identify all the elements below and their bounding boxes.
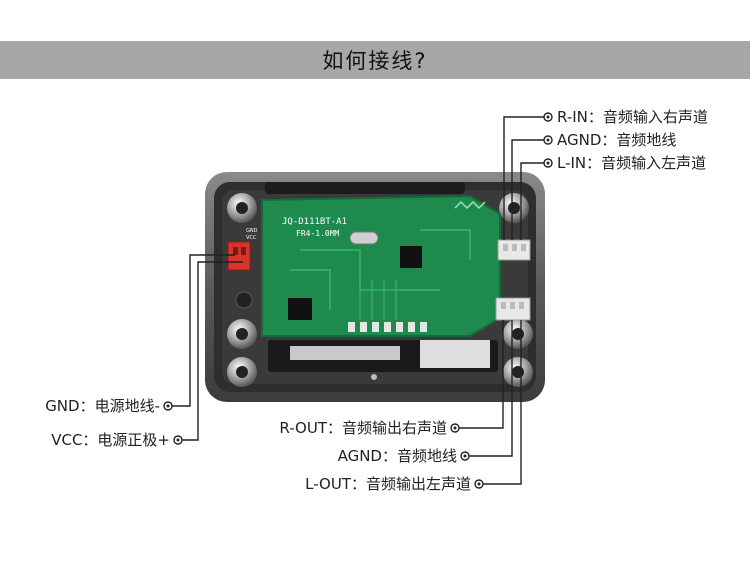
label-agnd-bottom: AGND：音频地线 [337,447,457,465]
vcc-silk: VCC [246,235,257,241]
label-l-out: L-OUT：音频输出左声道 [305,475,471,493]
gnd-silk: GND [246,228,258,234]
board-model-silk: JQ-D111BT-A1 [282,217,347,227]
power-connector-red [227,241,251,271]
output-wires [458,320,522,485]
title-banner: 如何接线? [0,41,750,79]
mount-screws [227,193,533,387]
label-l-in: L-IN：音频输入左声道 [557,154,707,172]
label-r-out: R-OUT：音频输出右声道 [279,419,447,437]
label-agnd-top: AGND：音频地线 [557,131,677,149]
page-title: 如何接线? [322,49,428,73]
terminal-marker-dots [166,115,550,486]
audio-out-connector [495,297,531,321]
label-vcc: VCC：电源正极+ [51,431,170,449]
label-r-in: R-IN：音频输入右声道 [557,108,708,126]
input-wires [503,116,546,240]
pcb-board [235,194,501,337]
label-gnd: GND：电源地线- [45,397,160,415]
power-wires [170,254,243,441]
audio-in-connector [497,239,531,261]
board-spec-silk: FR4-1.0MM [296,229,340,238]
